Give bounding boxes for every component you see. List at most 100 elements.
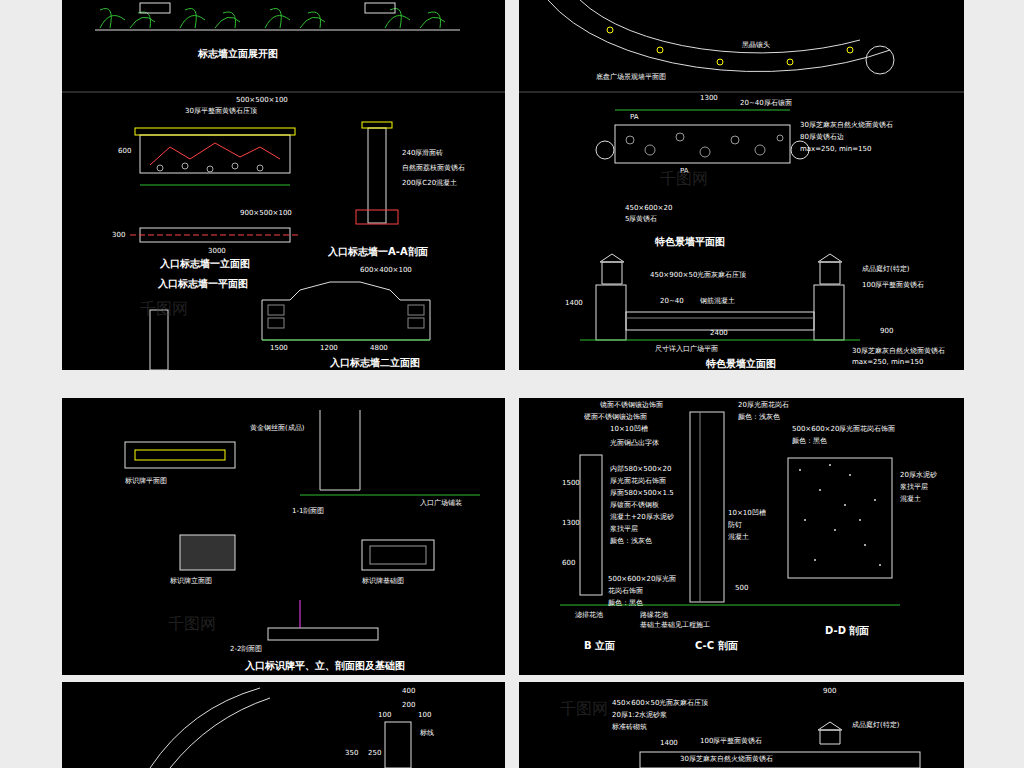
- annotation: 颜色：浅灰色: [738, 414, 780, 422]
- annotation: 900×500×100: [240, 210, 292, 218]
- annotation: 500: [735, 585, 748, 593]
- annotation: 10×10凹槽: [728, 510, 766, 518]
- annotation: 内部580×500×20: [610, 466, 671, 474]
- annotation: 20~40厚石镶面: [740, 100, 792, 108]
- annotation: 浆找平层: [900, 484, 928, 492]
- annotation: 自然面荔枝面黄锈石: [402, 165, 465, 173]
- annotation: 成品庭灯(特定): [862, 266, 909, 274]
- annotation: 尺寸详入口广场平面: [655, 346, 718, 354]
- drawing-title: B 立面: [584, 640, 615, 651]
- annotation: 防钉: [728, 522, 742, 530]
- annotation: 10×10凹槽: [610, 426, 648, 434]
- annotation: 钢筋混凝土: [700, 298, 735, 306]
- annotation: 30厚芝麻灰自然火烧面黄锈石: [800, 122, 893, 130]
- annotation: 450×600×50光面灰麻石压顶: [612, 700, 708, 708]
- annotation: 30厚芝麻灰自然火烧面黄锈石: [852, 348, 945, 356]
- drawing-title: 入口标志墙一平面图: [158, 278, 248, 289]
- annotation: 450×900×50光面灰麻石压顶: [650, 272, 746, 280]
- annotation: 2400: [710, 330, 728, 338]
- annotation: 30厚平整面黄锈石压顶: [185, 108, 257, 116]
- annotation: 颜色：黑色: [608, 600, 643, 608]
- annotation: 浆找平层: [610, 526, 638, 534]
- annotation: 80厚黄锈石边: [800, 134, 844, 142]
- annotation: 250: [368, 750, 381, 758]
- annotation: 20~40: [660, 298, 684, 306]
- annotation: 20厚水泥砂: [900, 472, 937, 480]
- annotation: 滤排花池: [575, 612, 603, 620]
- watermark: 千图网: [140, 300, 188, 318]
- annotation: 黑晶镶头: [742, 42, 770, 50]
- annotation: 混凝土+20厚水泥砂: [610, 514, 674, 522]
- annotation: 600×400×100: [360, 267, 412, 275]
- annotation: 100: [378, 712, 391, 720]
- annotation: 30厚芝麻灰自然火烧面黄锈石: [680, 756, 773, 764]
- annotation: 1400: [660, 740, 678, 748]
- annotation: 黄金钢丝面(成品): [250, 425, 304, 433]
- annotation: 标识牌平面图: [125, 478, 167, 486]
- annotation: 100厚平整面黄锈石: [700, 738, 762, 746]
- annotation: 200厚C20混凝土: [402, 180, 457, 188]
- drawing-title: D-D 剖面: [825, 625, 869, 636]
- annotation: 350: [345, 750, 358, 758]
- drawing-title: 特色景墙立面图: [706, 358, 776, 369]
- annotation: 200: [402, 702, 415, 710]
- annotation: 成品庭灯(特定): [852, 722, 899, 730]
- drawing-title: 入口标志墙一立面图: [160, 258, 250, 269]
- drawing-title: 入口标志墙一A-A剖面: [328, 246, 428, 257]
- annotation: 路缘花池: [640, 612, 668, 620]
- annotation: 500×600×20厚光面花岗石饰面: [792, 426, 895, 434]
- annotation: 镜面不锈钢镶边饰面: [600, 402, 663, 410]
- annotation: 500×500×100: [236, 97, 288, 105]
- annotation: 混凝土: [728, 534, 749, 542]
- watermark: 千图网: [560, 700, 608, 718]
- annotation: 400: [402, 688, 415, 696]
- annotation: 4800: [370, 345, 388, 353]
- annotation: 光面铜凸出字体: [610, 440, 659, 448]
- annotation: 花岗石饰面: [608, 588, 643, 596]
- annotation: 600: [118, 148, 131, 156]
- annotation: 1500: [562, 480, 580, 488]
- annotation: 100厚平整面黄锈石: [862, 282, 924, 290]
- annotation: 900: [880, 328, 893, 336]
- annotation: 500×600×20厚光面: [608, 576, 676, 584]
- annotation: 300: [112, 232, 125, 240]
- annotation: 硬面不锈钢镶边饰面: [584, 414, 647, 422]
- annotation: 混凝土: [900, 496, 921, 504]
- annotation: 3000: [208, 248, 226, 256]
- annotation: 1500: [270, 345, 288, 353]
- drawing-title: 标志墙立面展开图: [198, 48, 278, 59]
- annotation: 标识牌立面图: [170, 578, 212, 586]
- annotation: 1300: [562, 520, 580, 528]
- annotation: 100: [418, 712, 431, 720]
- annotation: 标线: [420, 730, 434, 738]
- annotation: 标准砖砌筑: [612, 724, 647, 732]
- annotation: 600: [562, 560, 575, 568]
- cad-lines: [62, 0, 964, 768]
- annotation: 1300: [700, 95, 718, 103]
- drawing-title: 入口标识牌平、立、剖面图及基础图: [245, 660, 405, 671]
- annotation: 厚光面花岗石饰面: [610, 478, 666, 486]
- annotation: 1400: [565, 300, 583, 308]
- annotation: 入口广场铺装: [420, 500, 462, 508]
- annotation: 20厚1:2水泥砂浆: [612, 712, 667, 720]
- annotation: 2-2剖面图: [230, 646, 262, 654]
- annotation: 20厚光面花岗石: [738, 402, 789, 410]
- granite-dots: [799, 464, 881, 566]
- annotation: 1-1剖面图: [292, 508, 324, 516]
- annotation: 颜色：黑色: [792, 438, 827, 446]
- drawing-title: C-C 剖面: [695, 640, 738, 651]
- annotation: 240厚滑面砖: [402, 150, 443, 158]
- annotation: max=250, min=150: [800, 146, 871, 154]
- annotation: 1200: [320, 345, 338, 353]
- annotation: 厚镀面不锈钢板: [610, 502, 659, 510]
- annotation: 颜色：浅灰色: [610, 538, 652, 546]
- annotation: 900: [823, 688, 836, 696]
- annotation: max=250, min=150: [852, 359, 923, 367]
- annotation: 基础土基础见工程施工: [640, 622, 710, 630]
- black-panels: [62, 0, 964, 768]
- annotation: 底盘广场景观墙平面图: [596, 74, 666, 82]
- annotation: 标识牌基础图: [362, 578, 404, 586]
- watermark: 千图网: [168, 615, 216, 633]
